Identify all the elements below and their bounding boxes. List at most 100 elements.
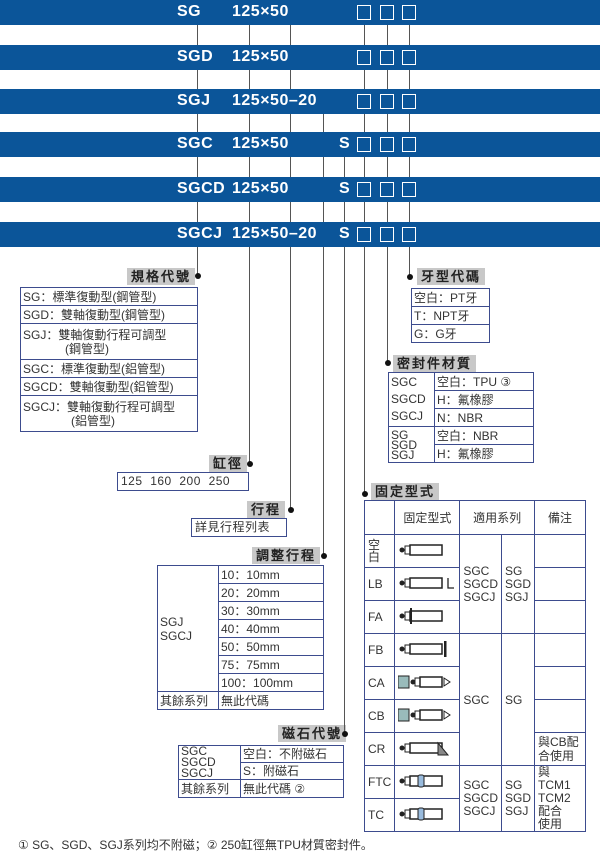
adjust-option: 30：30mm bbox=[218, 601, 324, 620]
mount-cr-icon bbox=[394, 732, 461, 766]
placeholder-box bbox=[402, 94, 416, 109]
dot bbox=[321, 553, 327, 559]
cell-line: SGD bbox=[505, 576, 532, 591]
thread-table: 空白：PT牙 T：NPT牙 G：G牙 bbox=[411, 288, 490, 343]
mount-note bbox=[534, 666, 586, 700]
cell-line: SGC bbox=[463, 778, 490, 792]
spec-line: (鋁管型) bbox=[71, 413, 115, 428]
mount-code: FB bbox=[363, 633, 396, 667]
leader-mount bbox=[364, 20, 365, 496]
mount-fb-icon bbox=[394, 633, 461, 667]
mount-note bbox=[534, 600, 586, 634]
leader-adjust bbox=[323, 110, 324, 558]
mount-cb-icon bbox=[394, 699, 461, 733]
cell-line: SGCD bbox=[463, 576, 498, 591]
series: SGCD bbox=[391, 392, 426, 406]
dot bbox=[407, 274, 413, 280]
spec-row: SGCD：雙軸復動型(鋁管型) bbox=[20, 377, 198, 396]
dot bbox=[247, 461, 253, 467]
series: SGCJ bbox=[391, 409, 424, 423]
mount-standard-icon bbox=[394, 534, 461, 568]
mount-fa-icon bbox=[394, 600, 461, 634]
seal-option: H：氟橡膠 bbox=[434, 444, 534, 463]
series: SG bbox=[391, 427, 409, 442]
magnet-title: 磁石代號 bbox=[278, 725, 347, 742]
thread-row: T：NPT牙 bbox=[411, 306, 490, 325]
mount-code: CR bbox=[363, 732, 396, 766]
placeholder-box bbox=[357, 5, 371, 20]
cell-line: SGJ bbox=[505, 804, 529, 818]
adjust-option: 75：75mm bbox=[218, 655, 324, 674]
mount-note bbox=[534, 534, 586, 568]
model-size: 125×50 bbox=[232, 3, 289, 20]
seal-option: 空白：NBR bbox=[434, 426, 534, 445]
mount-ca-icon bbox=[394, 666, 461, 700]
dot bbox=[195, 273, 201, 279]
cell-line: TCM2 bbox=[538, 791, 571, 805]
mount-code: 空白 bbox=[363, 534, 396, 568]
cell-line: 配合 bbox=[538, 804, 563, 818]
placeholder-box bbox=[380, 50, 394, 65]
dot bbox=[385, 360, 391, 366]
series: SGC bbox=[391, 375, 418, 389]
magnet-other-value: 無此代碼 ② bbox=[240, 779, 344, 798]
series: SGJ bbox=[160, 614, 184, 629]
mount-ftc-icon bbox=[394, 765, 461, 799]
seal-series-1: SGC SGCD SGCJ bbox=[388, 372, 435, 427]
spec-title: 規格代號 bbox=[127, 268, 196, 285]
model-code: SGD bbox=[177, 48, 214, 65]
model-code: SGCD bbox=[177, 180, 226, 197]
cell-line: SGJ bbox=[505, 589, 529, 604]
series: SGC bbox=[181, 744, 208, 758]
mount-series: SG bbox=[500, 633, 536, 766]
adjust-option: 50：50mm bbox=[218, 637, 324, 656]
placeholder-box bbox=[357, 94, 371, 109]
adjust-other-label: 其餘系列 bbox=[157, 691, 219, 710]
thread-row: G：G牙 bbox=[411, 324, 490, 343]
leader-stroke bbox=[290, 20, 291, 512]
cell-line: SGCD bbox=[463, 791, 498, 805]
model-code: SGCJ bbox=[177, 225, 223, 242]
adjust-option: 10：10mm bbox=[218, 565, 324, 584]
magnet-option: 空白：不附磁石 bbox=[240, 745, 344, 763]
cell-line: 與TCM1 bbox=[538, 765, 571, 792]
cell-line: SGC bbox=[463, 563, 490, 578]
mount-code: TC bbox=[363, 798, 396, 832]
series: SGCD bbox=[181, 755, 216, 769]
bore-values: 125 160 200 250 bbox=[117, 472, 249, 491]
dot bbox=[288, 507, 294, 513]
mount-note: 與CB配合使用 bbox=[534, 732, 586, 766]
seal-title: 密封件材質 bbox=[393, 355, 477, 372]
model-bar: SGJ 125×50–20 bbox=[0, 89, 600, 114]
model-size: 125×50–20 bbox=[232, 92, 318, 109]
placeholder-box bbox=[402, 137, 416, 152]
placeholder-box bbox=[380, 5, 394, 20]
spec-row: SGD：雙軸復動型(鋼管型) bbox=[20, 305, 198, 324]
model-bar: SGCJ 125×50–20 S bbox=[0, 222, 600, 247]
model-bar: SGC 125×50 S bbox=[0, 132, 600, 157]
bore-title: 缸徑 bbox=[209, 455, 248, 472]
model-bar: SG 125×50 bbox=[0, 0, 600, 25]
placeholder-box bbox=[402, 227, 416, 242]
spec-line: SGJ：雙軸復動行程可調型 bbox=[23, 327, 167, 342]
mount-note bbox=[534, 699, 586, 733]
adjust-other-value: 無此代碼 bbox=[218, 691, 324, 710]
magnet-code: S bbox=[339, 225, 351, 242]
mount-series: SGC bbox=[459, 633, 502, 766]
thread-title: 牙型代碼 bbox=[417, 268, 486, 285]
placeholder-box bbox=[357, 137, 371, 152]
mount-code: FTC bbox=[363, 765, 396, 799]
model-bar: SGCD 125×50 S bbox=[0, 177, 600, 202]
mount-note bbox=[534, 567, 586, 601]
cell-line: 使用 bbox=[538, 817, 563, 831]
magnet-option: S：附磁石 bbox=[240, 762, 344, 780]
cell-line: 與CB配 bbox=[538, 735, 579, 749]
series: SGCJ bbox=[160, 628, 193, 643]
model-size: 125×50 bbox=[232, 180, 289, 197]
